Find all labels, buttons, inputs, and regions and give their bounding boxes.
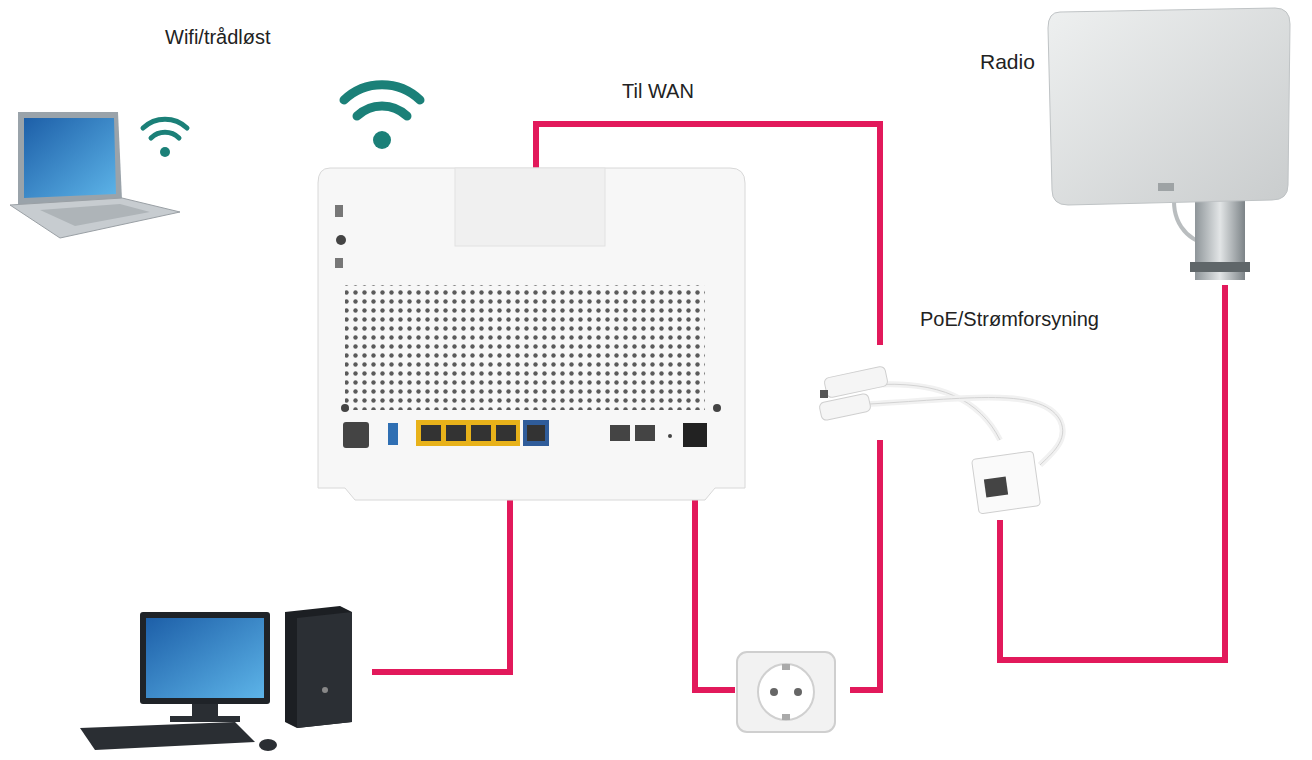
wan-label: Til WAN	[622, 80, 694, 103]
router	[318, 168, 745, 500]
radio-antenna	[1048, 8, 1290, 280]
poe-node: PoE/Strømforsyning	[815, 308, 1103, 520]
radio-node: Radio	[975, 42, 1295, 285]
poe-injector	[819, 366, 1063, 514]
wifi-label: Wifi/trådløst	[165, 26, 271, 49]
laptop	[10, 112, 180, 238]
wall-socket	[737, 652, 835, 732]
node-label: Radio	[980, 50, 1035, 74]
node-label: PoE/Strømforsyning	[920, 308, 1099, 331]
cable	[1000, 285, 1225, 660]
wifi-icon	[143, 85, 420, 157]
desktop-computer	[80, 606, 352, 751]
